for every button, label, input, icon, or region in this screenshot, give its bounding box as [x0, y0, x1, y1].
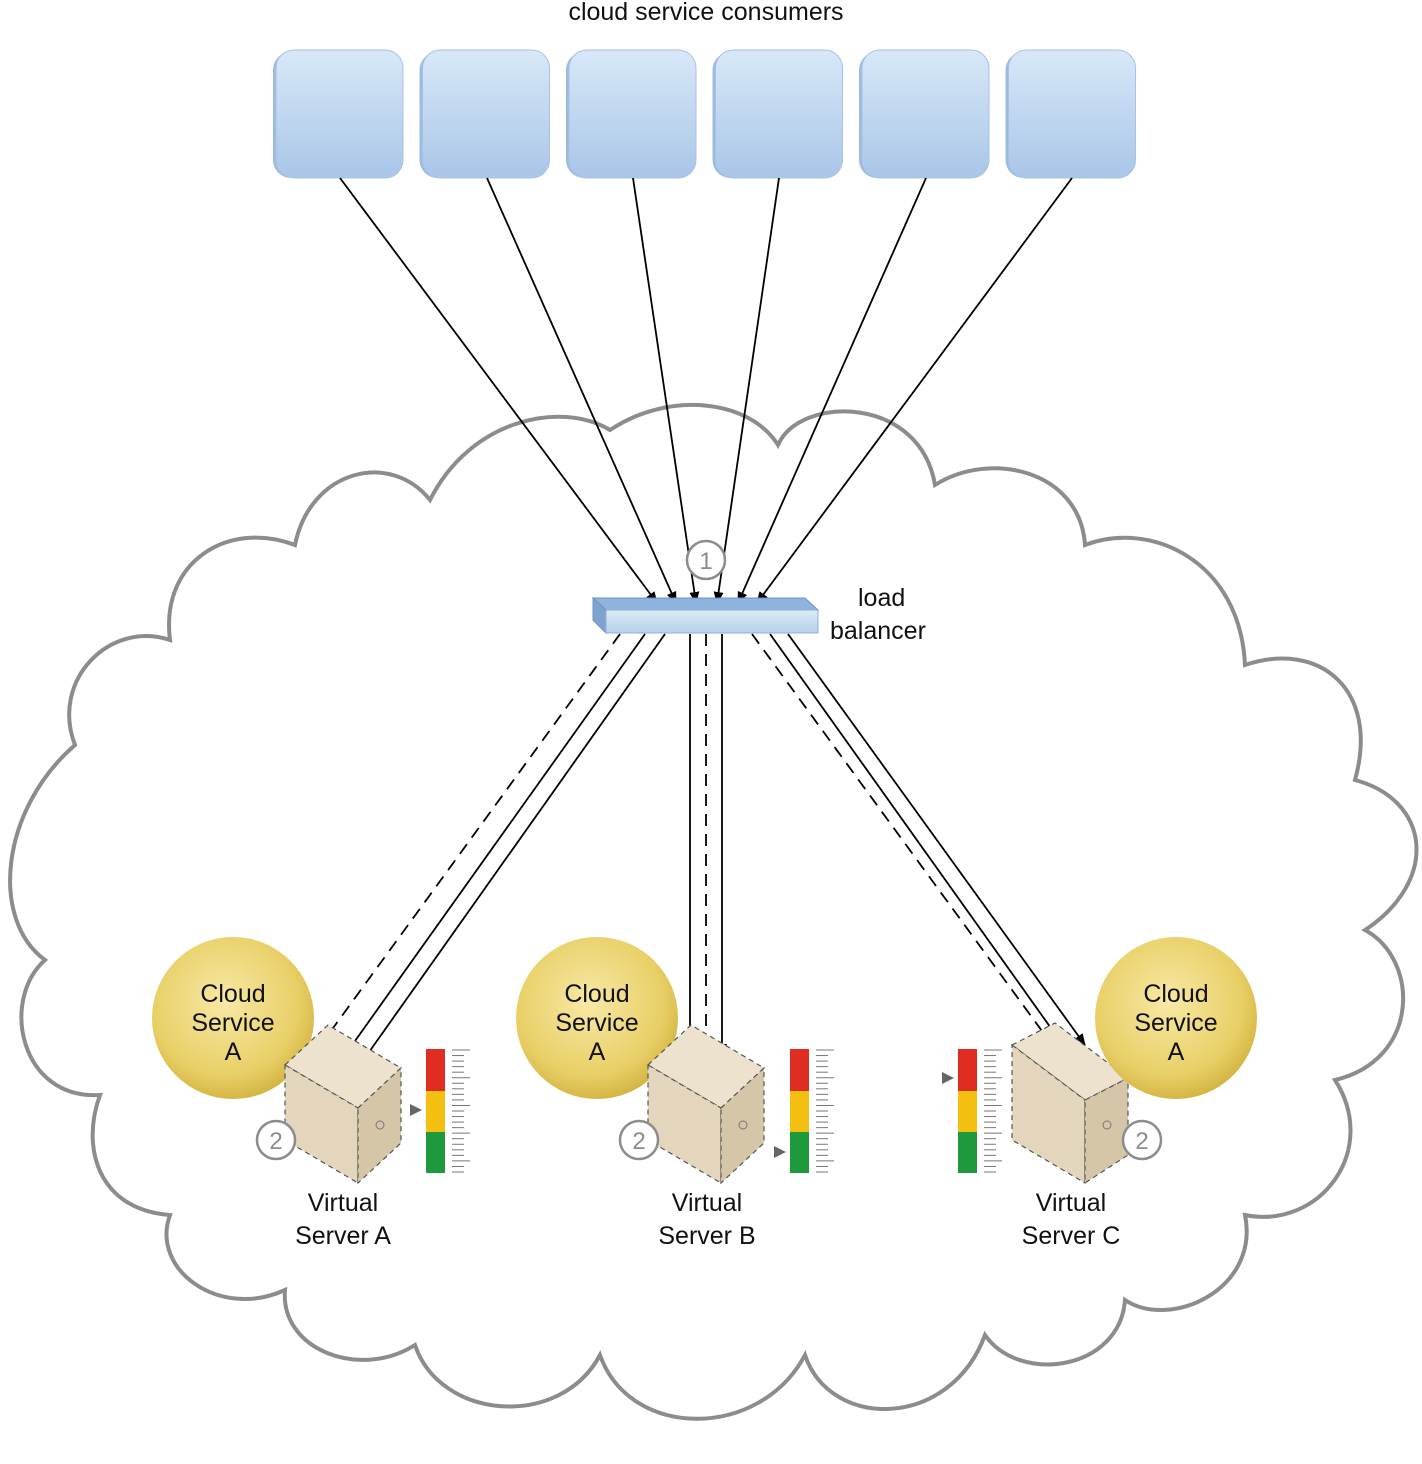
service-c-line2: Service — [1134, 1009, 1217, 1037]
arrow-to-server-a-1 — [344, 633, 646, 1056]
server-a-label-line1: Virtual — [308, 1189, 378, 1217]
virtual-server-c-icon — [1010, 1022, 1130, 1185]
step-2-marker-c: 2 — [1121, 1119, 1163, 1161]
service-b-line1: Cloud — [564, 980, 629, 1008]
consumers-title: cloud service consumers — [568, 0, 843, 26]
service-a-line3: A — [225, 1038, 242, 1066]
distribution-arrows — [327, 633, 1086, 1063]
consumer-1 — [273, 49, 404, 179]
consumer-3 — [566, 49, 697, 179]
virtual-server-a-icon — [284, 1024, 402, 1185]
step-1-marker: 1 — [685, 539, 727, 581]
arrow-to-server-c-1 — [769, 633, 1069, 1053]
server-c-label-line2: Server C — [1022, 1222, 1121, 1250]
load-indicator-b-icon — [774, 1146, 786, 1158]
server-a-label-line2: Server A — [295, 1222, 391, 1250]
server-b-power-icon — [738, 1120, 748, 1130]
svg-text:2: 2 — [1135, 1128, 1148, 1155]
server-a-power-icon — [375, 1120, 385, 1130]
load-balancer — [591, 596, 820, 635]
cloud-service-c-circle — [1095, 937, 1257, 1099]
server-c-group: Cloud Service A 2 Virtual Server C — [942, 937, 1257, 1250]
svg-text:2: 2 — [632, 1128, 645, 1155]
load-balancer-label-line2: balancer — [830, 617, 926, 645]
server-b-label-line2: Server B — [658, 1222, 755, 1250]
step-2-marker-b: 2 — [618, 1119, 660, 1161]
request-arrow-3 — [632, 177, 700, 604]
request-arrow-2 — [486, 177, 677, 604]
cloud-service-a-circle — [152, 937, 314, 1099]
load-indicator-a-icon — [410, 1104, 422, 1116]
service-b-line3: A — [589, 1038, 606, 1066]
load-meter-c — [958, 1049, 1002, 1173]
request-arrows — [339, 177, 1073, 604]
svg-text:1: 1 — [699, 548, 712, 575]
dashed-link-a — [327, 633, 621, 1036]
request-arrow-5 — [737, 177, 927, 604]
load-meter-b — [790, 1049, 834, 1173]
consumer-2 — [419, 49, 550, 179]
arrow-to-server-c-2 — [787, 633, 1086, 1046]
server-b-label-line1: Virtual — [672, 1189, 742, 1217]
request-arrow-4 — [713, 177, 780, 604]
consumer-6 — [1005, 49, 1136, 179]
load-meter-a — [426, 1049, 470, 1173]
consumer-4 — [712, 49, 843, 179]
service-a-line2: Service — [191, 1009, 274, 1037]
cloud-service-b-circle — [516, 937, 678, 1099]
service-a-line1: Cloud — [200, 980, 265, 1008]
service-c-line3: A — [1168, 1038, 1185, 1066]
service-c-line1: Cloud — [1143, 980, 1208, 1008]
request-arrow-1 — [339, 177, 658, 604]
server-c-power-icon — [1102, 1120, 1112, 1130]
consumer-5 — [859, 49, 990, 179]
arrow-to-server-a-2 — [361, 633, 666, 1063]
service-b-line2: Service — [555, 1009, 638, 1037]
server-b-group: Cloud Service A 2 Virtual Server B — [516, 937, 834, 1250]
svg-text:2: 2 — [269, 1128, 282, 1155]
dashed-link-c — [751, 633, 1051, 1043]
load-indicator-c-icon — [942, 1072, 954, 1084]
request-arrow-6 — [756, 177, 1073, 604]
load-balancer-label-line1: load — [858, 584, 905, 612]
server-c-label-line1: Virtual — [1036, 1189, 1106, 1217]
server-a-group: Cloud Service A 2 Virtual Server A — [152, 937, 470, 1250]
step-2-marker-a: 2 — [255, 1119, 297, 1161]
consumer-group — [273, 49, 1136, 179]
virtual-server-b-icon — [647, 1024, 765, 1185]
